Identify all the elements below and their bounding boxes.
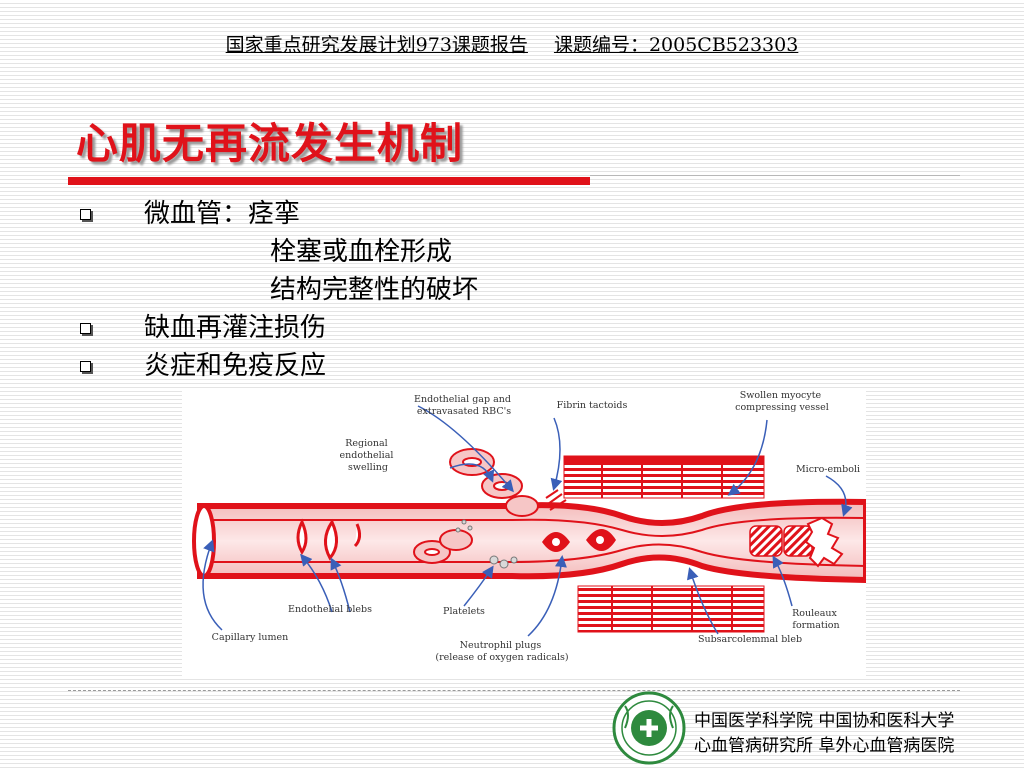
label-arrows [202,405,853,637]
label-regional-swelling: Regional endothelial swelling [340,438,397,473]
label-neutrophil-plugs: Neutrophil plugs (release of oxygen radi… [435,640,568,663]
capillary-illustration: Endothelial gap and extravasated RBC's F… [192,390,866,663]
bullet-square-icon [80,323,91,334]
bullet-square-icon [80,209,91,220]
platelets [455,519,518,569]
vessel-opening [192,504,216,578]
bullet-label: 微血管：痉挛 [144,199,301,229]
label-fibrin-tactoids: Fibrin tactoids [557,400,628,411]
label-rouleaux-formation: Rouleaux formation [792,608,840,631]
label-endothelial-blebs: Endothelial blebs [288,604,372,615]
report-header: 国家重点研究发展计划973课题报告 课题编号：2005CB523303 [0,30,1024,57]
label-subsarcolemmal-bleb: Subsarcolemmal bleb [698,634,802,645]
capillary-vessel [197,498,866,584]
title-divider [590,175,960,176]
footer-institutions-line1: 中国医学科学院 中国协和医科大学 [694,711,955,731]
endothelial-blebs [296,518,362,561]
bullet-label: 缺血再灌注损伤 [144,313,327,343]
bullet-sub-item: 结构完整性的破坏 [270,275,479,305]
bullet-label: 炎症和免疫反应 [144,351,327,381]
label-platelets: Platelets [443,606,485,617]
micro-emboli [804,516,844,568]
footer-divider [68,690,960,691]
label-swollen-myocyte: Swollen myocyte compressing vessel [735,390,829,413]
capillary-diagram: Endothelial gap and extravasated RBC's F… [182,390,866,676]
institution-logo-icon [612,691,686,765]
fibrin-tactoids [545,489,567,511]
myocyte-fibers-bottom [577,585,765,633]
slide-title: 心肌无再流发生机制 [76,119,464,168]
report-title: 国家重点研究发展计划973课题报告 [225,34,528,56]
label-capillary-lumen: Capillary lumen [212,632,289,643]
label-endothelial-gap: Endothelial gap and extravasated RBC's [414,394,514,417]
rouleaux-formation [749,525,813,557]
footer-institutions-line2: 心血管病研究所 阜外心血管病医院 [694,736,955,756]
label-micro-emboli: Micro-emboli [796,464,860,475]
bullet-square-icon [80,361,91,372]
bullet-sub-item: 栓塞或血栓形成 [270,237,453,267]
title-underline [68,177,590,185]
neutrophil-plugs [542,529,616,552]
project-number: 课题编号：2005CB523303 [553,34,799,56]
